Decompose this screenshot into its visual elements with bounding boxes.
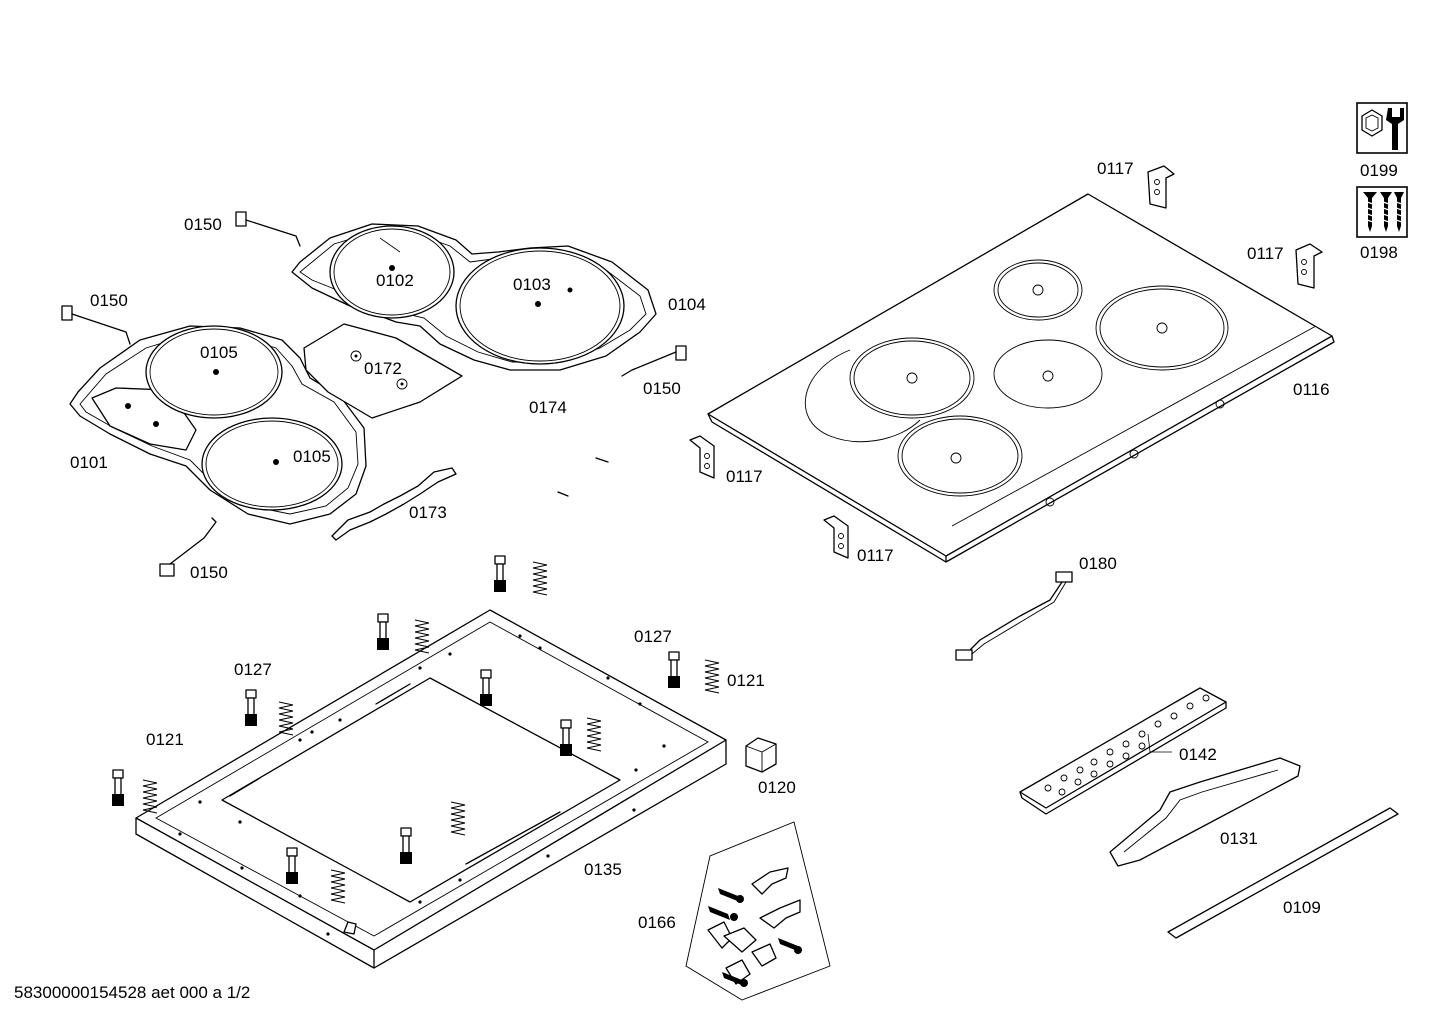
label-0121[interactable]: 0121	[146, 730, 184, 749]
part-0150-sensor-left[interactable]	[61, 305, 131, 345]
label-0174[interactable]: 0174	[529, 398, 567, 417]
label-0105[interactable]: 0105	[293, 447, 331, 466]
label-0116[interactable]: 0116	[1293, 380, 1330, 399]
label-0142[interactable]: 0142	[1179, 745, 1217, 764]
label-0104[interactable]: 0104	[668, 295, 706, 314]
label-0117[interactable]: 0117	[1247, 244, 1284, 263]
label-0173[interactable]: 0173	[409, 503, 447, 522]
part-0105-heating-plate-lower[interactable]	[201, 417, 343, 511]
part-0116-glass-top[interactable]	[707, 193, 1335, 563]
part-0102-heating-plate[interactable]	[329, 225, 455, 319]
part-0131-holder[interactable]	[1109, 757, 1301, 867]
label-0150[interactable]: 0150	[643, 379, 681, 398]
label-0109[interactable]: 0109	[1283, 898, 1321, 917]
label-0180[interactable]: 0180	[1079, 554, 1117, 573]
part-0173-bracket[interactable]	[331, 467, 457, 541]
label-0150[interactable]: 0150	[184, 215, 222, 234]
screws-icon[interactable]	[1356, 186, 1408, 238]
label-0101[interactable]: 0101	[70, 453, 108, 472]
label-0166[interactable]: 0166	[638, 913, 676, 932]
part-labels: 0150 0150 0150 0150 0102 0103 0104 0105 …	[70, 159, 1398, 932]
label-0150[interactable]: 0150	[90, 291, 128, 310]
part-0135-housing[interactable]	[135, 609, 727, 969]
part-0150-sensor-top[interactable]	[235, 211, 301, 247]
label-0121[interactable]: 0121	[727, 671, 765, 690]
label-0131[interactable]: 0131	[1220, 829, 1258, 848]
part-0142-control-board[interactable]	[1019, 687, 1227, 815]
part-0117-clip-a[interactable]	[1147, 165, 1175, 209]
part-0127-feet[interactable]	[112, 555, 680, 884]
part-0117-clip-c[interactable]	[689, 435, 715, 479]
part-0172-shield-plate[interactable]	[303, 323, 463, 419]
label-0150[interactable]: 0150	[190, 563, 228, 582]
part-0109-rail[interactable]	[1167, 807, 1399, 939]
label-0117[interactable]: 0117	[1097, 159, 1134, 178]
part-0103-heating-plate[interactable]	[455, 247, 625, 365]
part-0166-clip-set[interactable]	[685, 821, 831, 1001]
label-0127[interactable]: 0127	[234, 660, 272, 679]
label-0105[interactable]: 0105	[200, 343, 238, 362]
part-0150-sensor-right[interactable]	[621, 345, 687, 377]
wrench-nut-icon[interactable]	[1356, 102, 1408, 154]
part-0120-box[interactable]	[745, 737, 777, 773]
label-0127[interactable]: 0127	[634, 627, 672, 646]
part-0174-heating-element[interactable]	[434, 396, 609, 497]
part-0180-cable[interactable]	[955, 571, 1073, 661]
label-0117[interactable]: 0117	[726, 467, 763, 486]
label-0135[interactable]: 0135	[584, 860, 622, 879]
drawing-footer: 58300000154528 aet 000 a 1/2	[14, 983, 250, 1002]
part-0105-heating-plate-upper[interactable]	[145, 325, 283, 419]
label-0102[interactable]: 0102	[376, 271, 414, 290]
label-0198[interactable]: 0198	[1360, 243, 1398, 262]
label-0103[interactable]: 0103	[513, 275, 551, 294]
label-0117[interactable]: 0117	[857, 546, 894, 565]
label-0199[interactable]: 0199	[1360, 161, 1398, 180]
part-0117-clip-b[interactable]	[1295, 243, 1323, 289]
label-0172[interactable]: 0172	[364, 359, 402, 378]
part-0150-sensor-bottom[interactable]	[159, 517, 217, 577]
part-0117-clip-d[interactable]	[823, 515, 849, 559]
part-0121-springs[interactable]	[142, 560, 720, 904]
label-0120[interactable]: 0120	[758, 778, 796, 797]
